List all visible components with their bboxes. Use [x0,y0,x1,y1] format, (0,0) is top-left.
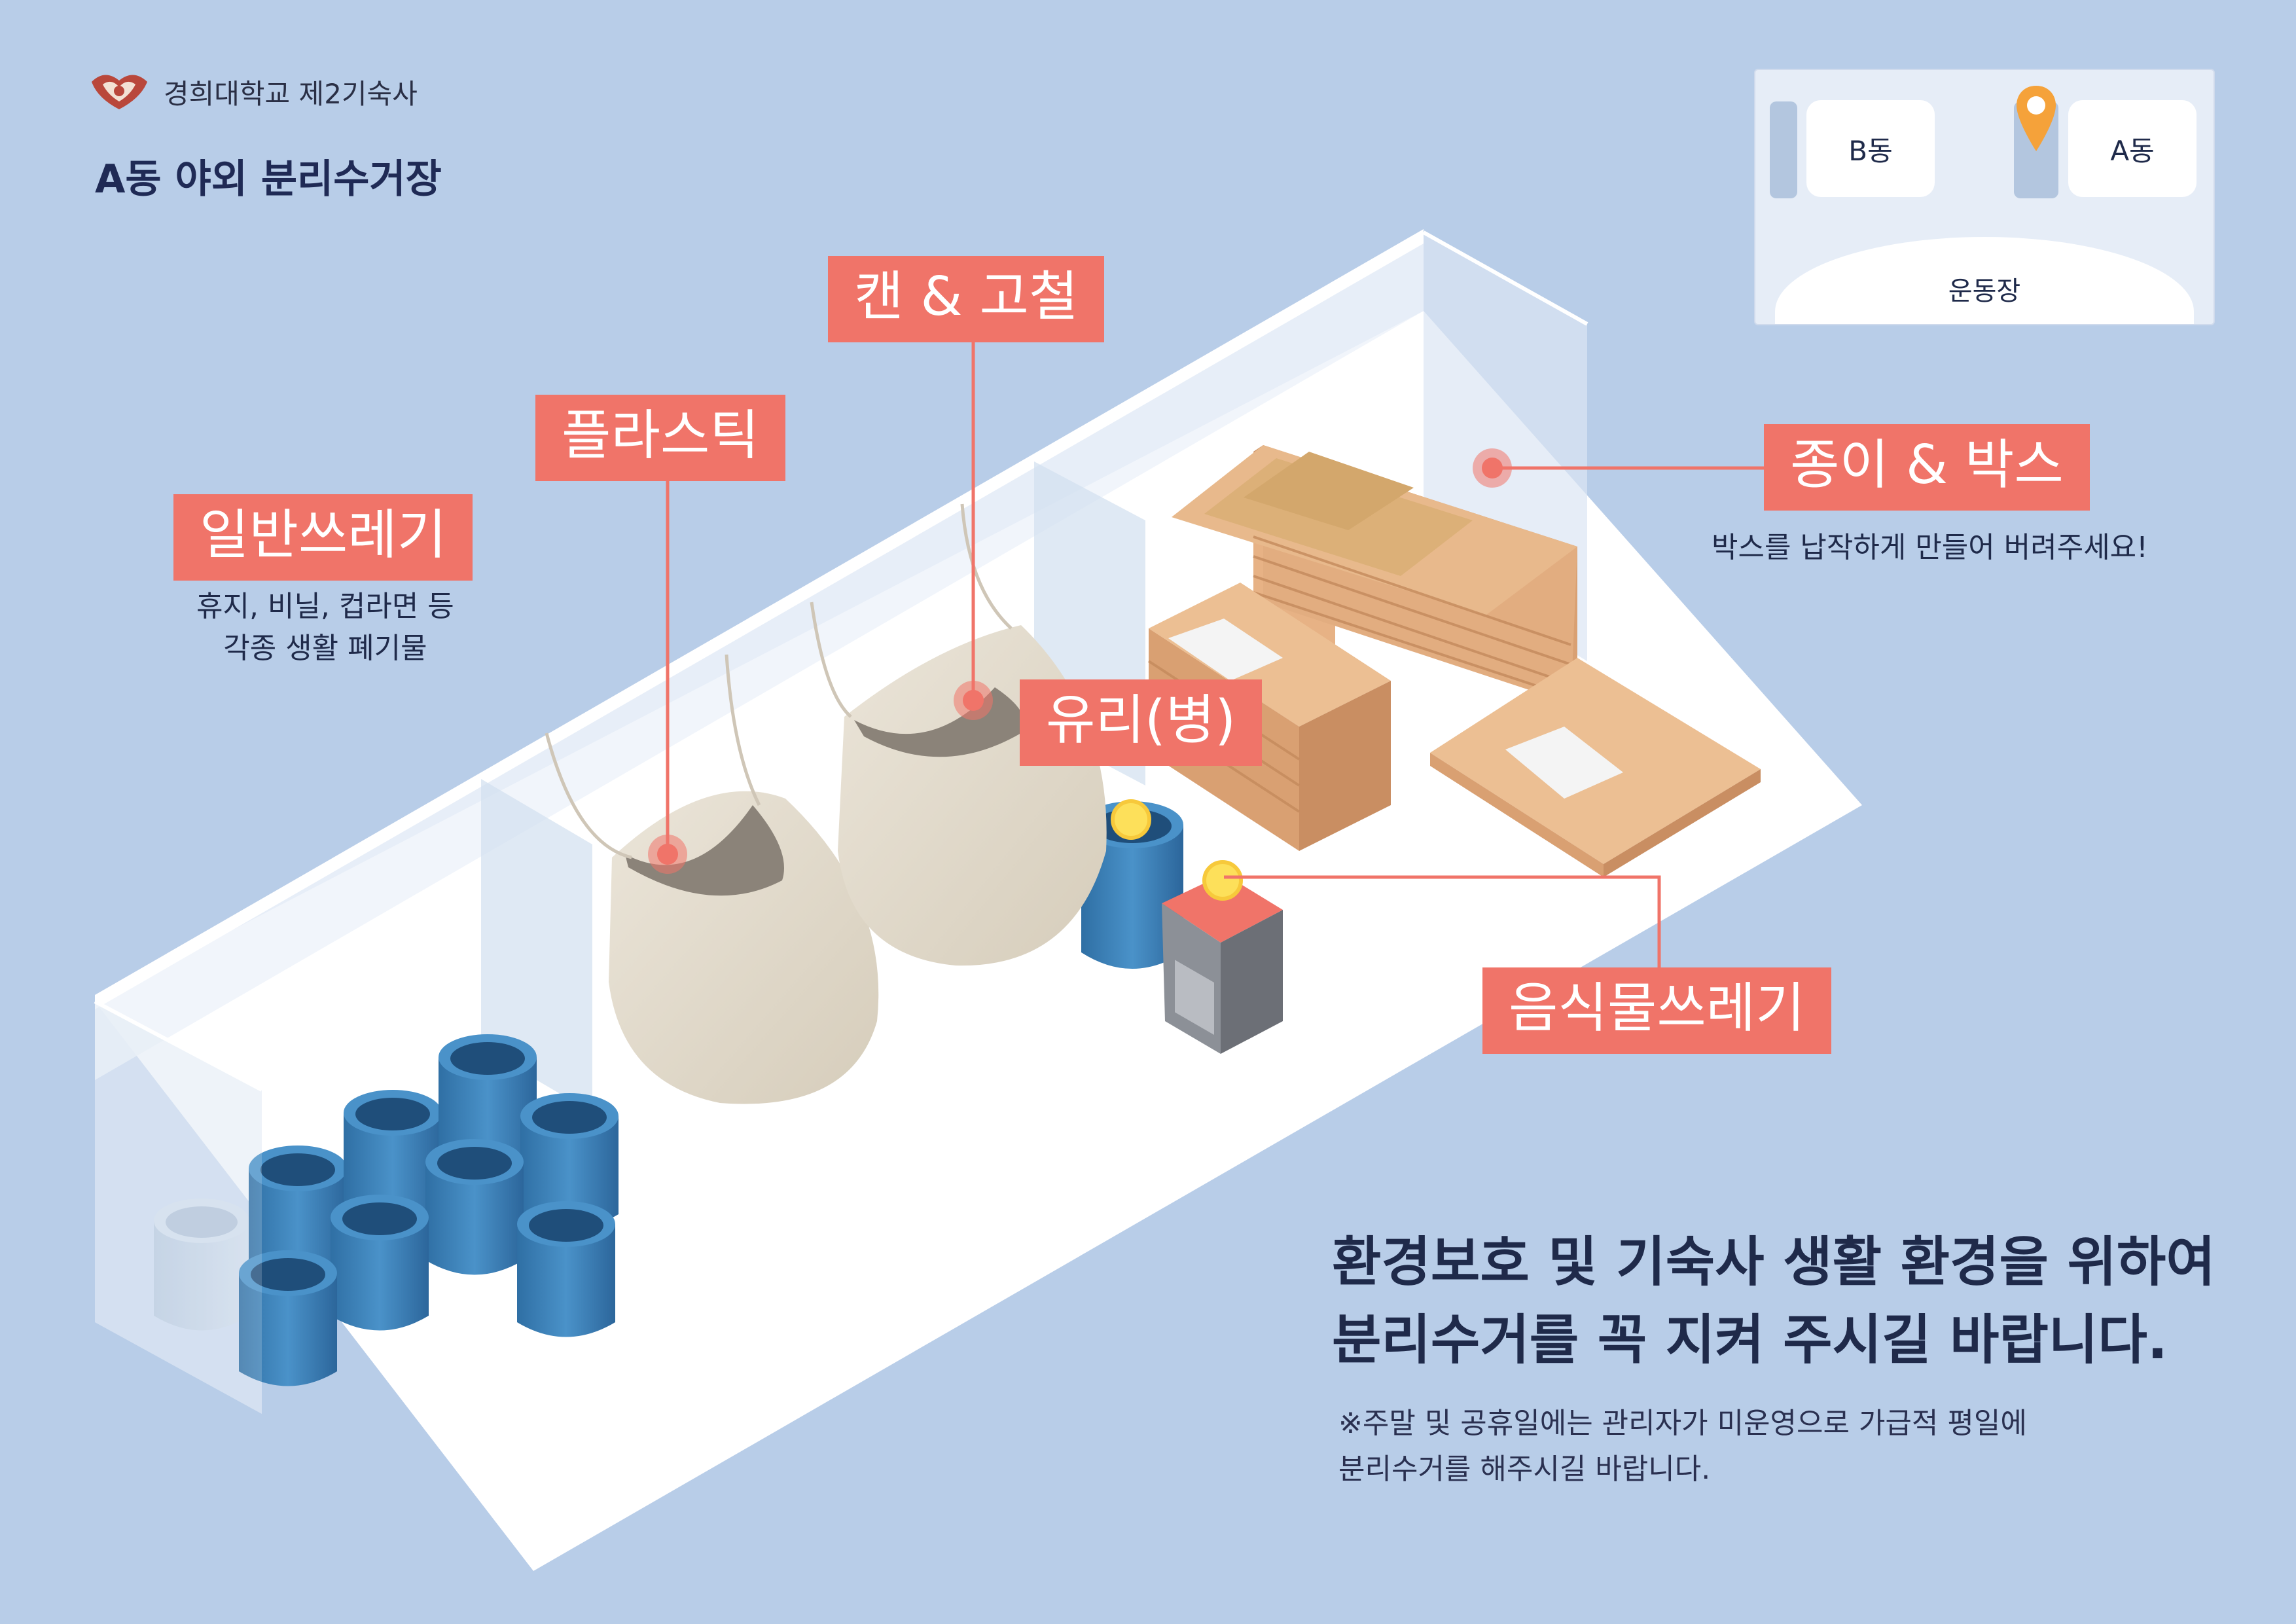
bin [331,1195,429,1331]
page-title: A동 야외 분리수거장 [95,156,442,202]
minimap-walkway [1770,101,1797,198]
label-glass-bottle: 유리(병) [1020,679,1263,766]
header: 경희대학교 제2기숙사 [88,69,418,115]
paper-box-description: 박스를 납작하게 만들어 버려주세요! [1712,531,2148,564]
label-food-waste: 음식물쓰레기 [1482,967,1831,1054]
minimap-building-a: A동 [2068,100,2197,197]
glass-bin [1081,799,1183,969]
school-name: 경희대학교 제2기숙사 [164,77,418,110]
general-waste-desc-line-2: 각종 생활 폐기물 [223,631,427,665]
notice-line-1: ※주말 및 공휴일에는 관리자가 미운영으로 가급적 평일에 [1338,1407,2027,1440]
label-paper-box: 종이 & 박스 [1764,424,2090,511]
bin [520,1093,619,1229]
leader-lines [666,337,1764,969]
partition-1 [481,779,592,1113]
bin [517,1201,615,1337]
general-waste-description: 휴지, 비닐, 컵라면 등 각종 생활 폐기물 [196,586,454,670]
notice-line-2: 분리수거를 해주시길 바랍니다. [1338,1453,1711,1487]
bin [425,1139,524,1275]
minimap-building-b: B동 [1806,100,1935,197]
notice: ※주말 및 공휴일에는 관리자가 미운영으로 가급적 평일에 분리수거를 해주시… [1338,1401,2027,1493]
general-waste-desc-line-1: 휴지, 비닐, 컵라면 등 [196,590,454,623]
main-message: 환경보호 및 기숙사 생활 환경을 위하여 분리수거를 꼭 지켜 주시길 바랍니… [1332,1224,2215,1380]
location-minimap: B동 A동 운동장 [1754,69,2215,325]
bin [239,1250,337,1386]
cardboard-pile [1172,445,1577,707]
minimap-field-label: 운동장 [1948,276,2021,306]
label-general-waste: 일반쓰레기 [173,494,473,581]
marker-dots [648,448,1512,874]
label-plastic: 플라스틱 [535,395,785,481]
cardboard-pile-front [1430,658,1761,877]
general-waste-bins [154,1034,619,1386]
ghost-bin [154,1199,249,1331]
back-wall-top [95,229,1424,1009]
location-pin-icon [2017,86,2056,151]
main-message-line-1: 환경보호 및 기숙사 생활 환경을 위하여 [1332,1231,2215,1293]
university-logo-icon [92,75,147,109]
back-wall [95,232,1424,1080]
label-can-scrap: 캔 & 고철 [828,256,1105,342]
food-waste-bin [1162,860,1283,1054]
main-message-line-2: 분리수거를 꼭 지켜 주시길 바랍니다. [1332,1308,2168,1371]
